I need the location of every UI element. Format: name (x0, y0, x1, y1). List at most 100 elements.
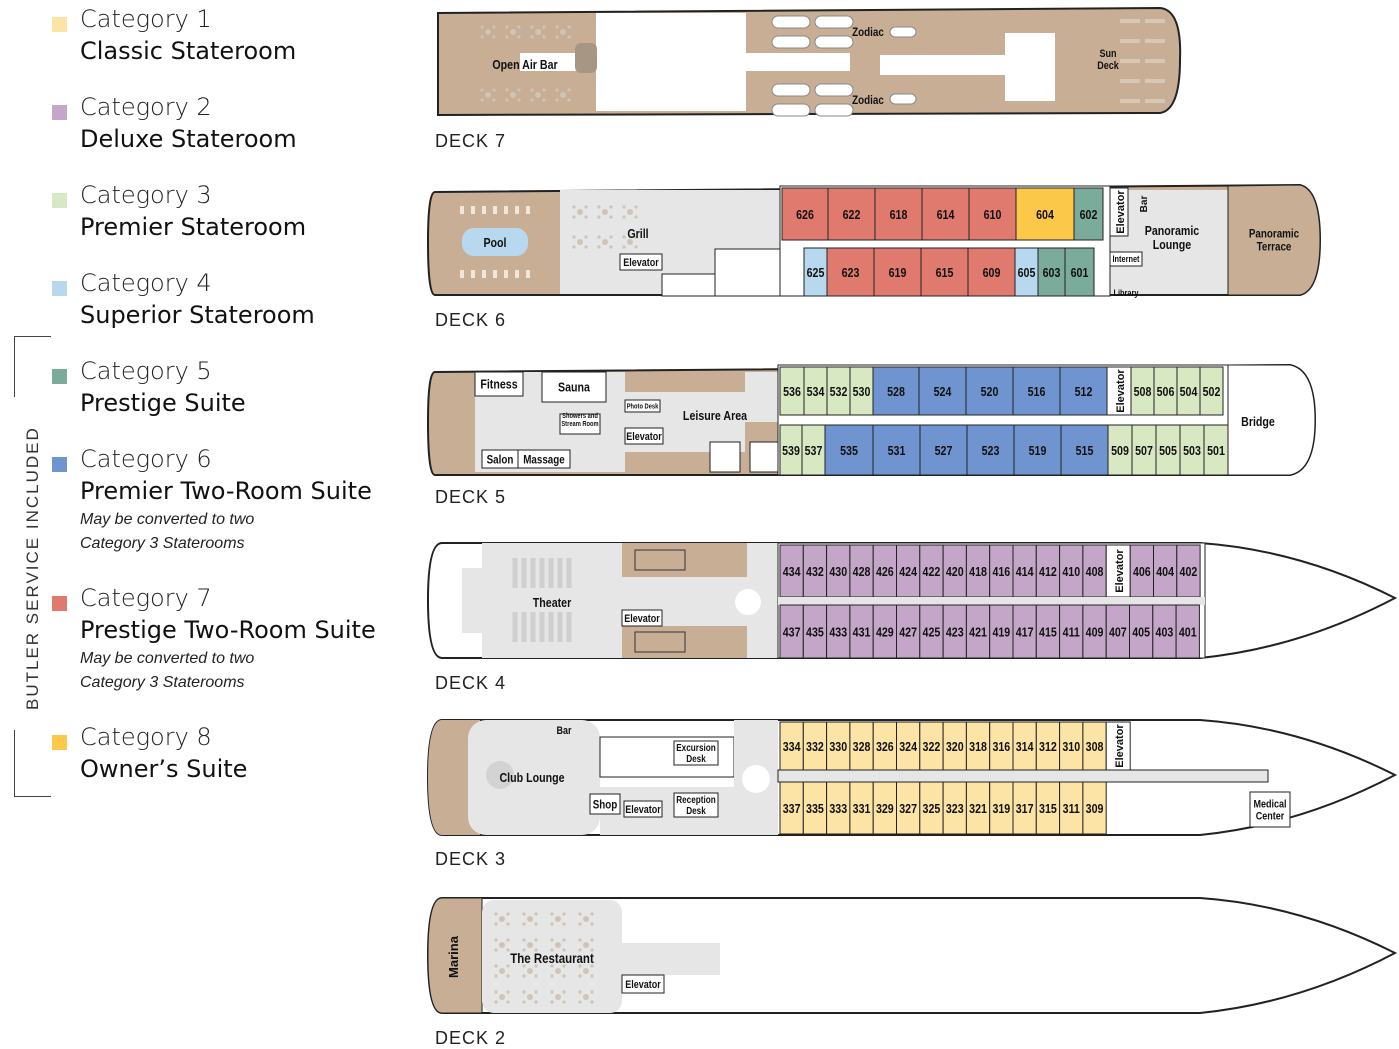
cabin-number: 408 (1086, 564, 1104, 579)
venue-library: Library (1114, 288, 1139, 298)
cabin-523 (966, 424, 1015, 476)
chair-icon (522, 938, 526, 942)
cabin-number: 524 (934, 384, 952, 399)
chair-icon (609, 215, 613, 219)
cabin-number: 516 (1028, 384, 1046, 399)
cabin-609 (967, 247, 1016, 297)
cabin-number: 423 (946, 624, 964, 639)
zodiac-boat-icon (814, 15, 854, 29)
cabin-number: 536 (783, 384, 801, 399)
venue-grill: Grill (627, 226, 648, 241)
chair-icon (534, 974, 538, 978)
cabin-number: 316 (992, 739, 1010, 754)
chair-icon (492, 88, 496, 92)
cabin-number: 419 (992, 624, 1010, 639)
chair-icon (492, 98, 496, 102)
chair-icon (584, 245, 588, 249)
cabin-number: 416 (992, 564, 1010, 579)
legend-swatch (52, 596, 67, 611)
open-area (596, 13, 746, 53)
chair-icon (590, 964, 594, 968)
chair-icon (590, 948, 594, 952)
chair-icon (542, 88, 546, 92)
chair-icon (550, 948, 554, 952)
elevator-label: Elevator (625, 804, 661, 816)
venue-internet-box (1109, 251, 1143, 267)
chair-icon (534, 948, 538, 952)
cabin-number: 326 (876, 739, 894, 754)
chair-icon (550, 912, 554, 916)
chair-icon (550, 974, 554, 978)
chair-icon (534, 912, 538, 916)
cabin-number: 618 (890, 207, 908, 222)
lounger-icon (1120, 19, 1140, 23)
stairs-icon (634, 549, 686, 571)
chair-icon (567, 25, 571, 29)
cabin-505 (1155, 424, 1181, 476)
cabin-number: 609 (983, 265, 1001, 280)
chair-icon (578, 964, 582, 968)
cabin-number: 311 (1063, 801, 1081, 816)
chair-icon (534, 990, 538, 994)
zodiac-boat-icon (814, 83, 854, 97)
table-icon (583, 942, 589, 948)
cabin-number: 430 (829, 564, 847, 579)
elevator-label-box (623, 800, 663, 818)
cabin-number: 322 (923, 739, 941, 754)
chair-icon (590, 922, 594, 926)
legend-swatch (52, 457, 67, 472)
cabin-number: 422 (923, 564, 941, 579)
open-area (596, 71, 746, 111)
chair-icon (555, 35, 559, 39)
legend-category: Category 5 (80, 357, 212, 385)
legend-category: Category 4 (80, 269, 212, 297)
theater-foyer (462, 568, 492, 633)
cabin-number: 502 (1203, 384, 1221, 399)
stair-block (749, 441, 781, 473)
table-icon (499, 968, 505, 974)
cabin-number: 421 (969, 624, 987, 639)
cabin-number: 625 (807, 265, 825, 280)
cabin-number: 319 (992, 801, 1010, 816)
cabin-number: 429 (876, 624, 894, 639)
atrium-icon (742, 765, 770, 793)
cabin-number: 531 (888, 443, 906, 458)
chair-icon (534, 938, 538, 942)
cabin-618 (874, 187, 923, 241)
cabin-number: 418 (969, 564, 987, 579)
table-icon (555, 968, 561, 974)
chair-icon (572, 205, 576, 209)
venue-marina: Marina (446, 935, 461, 978)
lounger-icon (1120, 79, 1140, 83)
elevator-box-box (1109, 187, 1129, 237)
cabin-number: 603 (1043, 265, 1061, 280)
cabin-number: 501 (1207, 443, 1225, 458)
chair-icon (506, 948, 510, 952)
elevator-label: Elevator (625, 979, 661, 991)
cabin-number: 619 (889, 265, 907, 280)
chair-icon (622, 205, 626, 209)
chair-icon (555, 88, 559, 92)
chair-icon (562, 938, 566, 942)
chair-icon (480, 98, 484, 102)
sunbed-icon (471, 270, 475, 278)
chair-icon (562, 948, 566, 952)
cabin-number: 331 (853, 801, 871, 816)
chair-icon (634, 235, 638, 239)
stern-area (428, 720, 480, 835)
sunbed-icon (526, 270, 530, 278)
corridor (778, 597, 1205, 605)
cabin-401 (1175, 604, 1200, 659)
chair-icon (506, 974, 510, 978)
elevator-label: Elevator (1115, 369, 1127, 413)
sunbed-icon (493, 206, 497, 214)
chair-icon (562, 912, 566, 916)
chair-icon (505, 98, 509, 102)
chair-icon (562, 922, 566, 926)
table-icon (527, 916, 533, 922)
chair-icon (494, 974, 498, 978)
marina-area (427, 897, 483, 1014)
cabin-number: 312 (1039, 739, 1057, 754)
